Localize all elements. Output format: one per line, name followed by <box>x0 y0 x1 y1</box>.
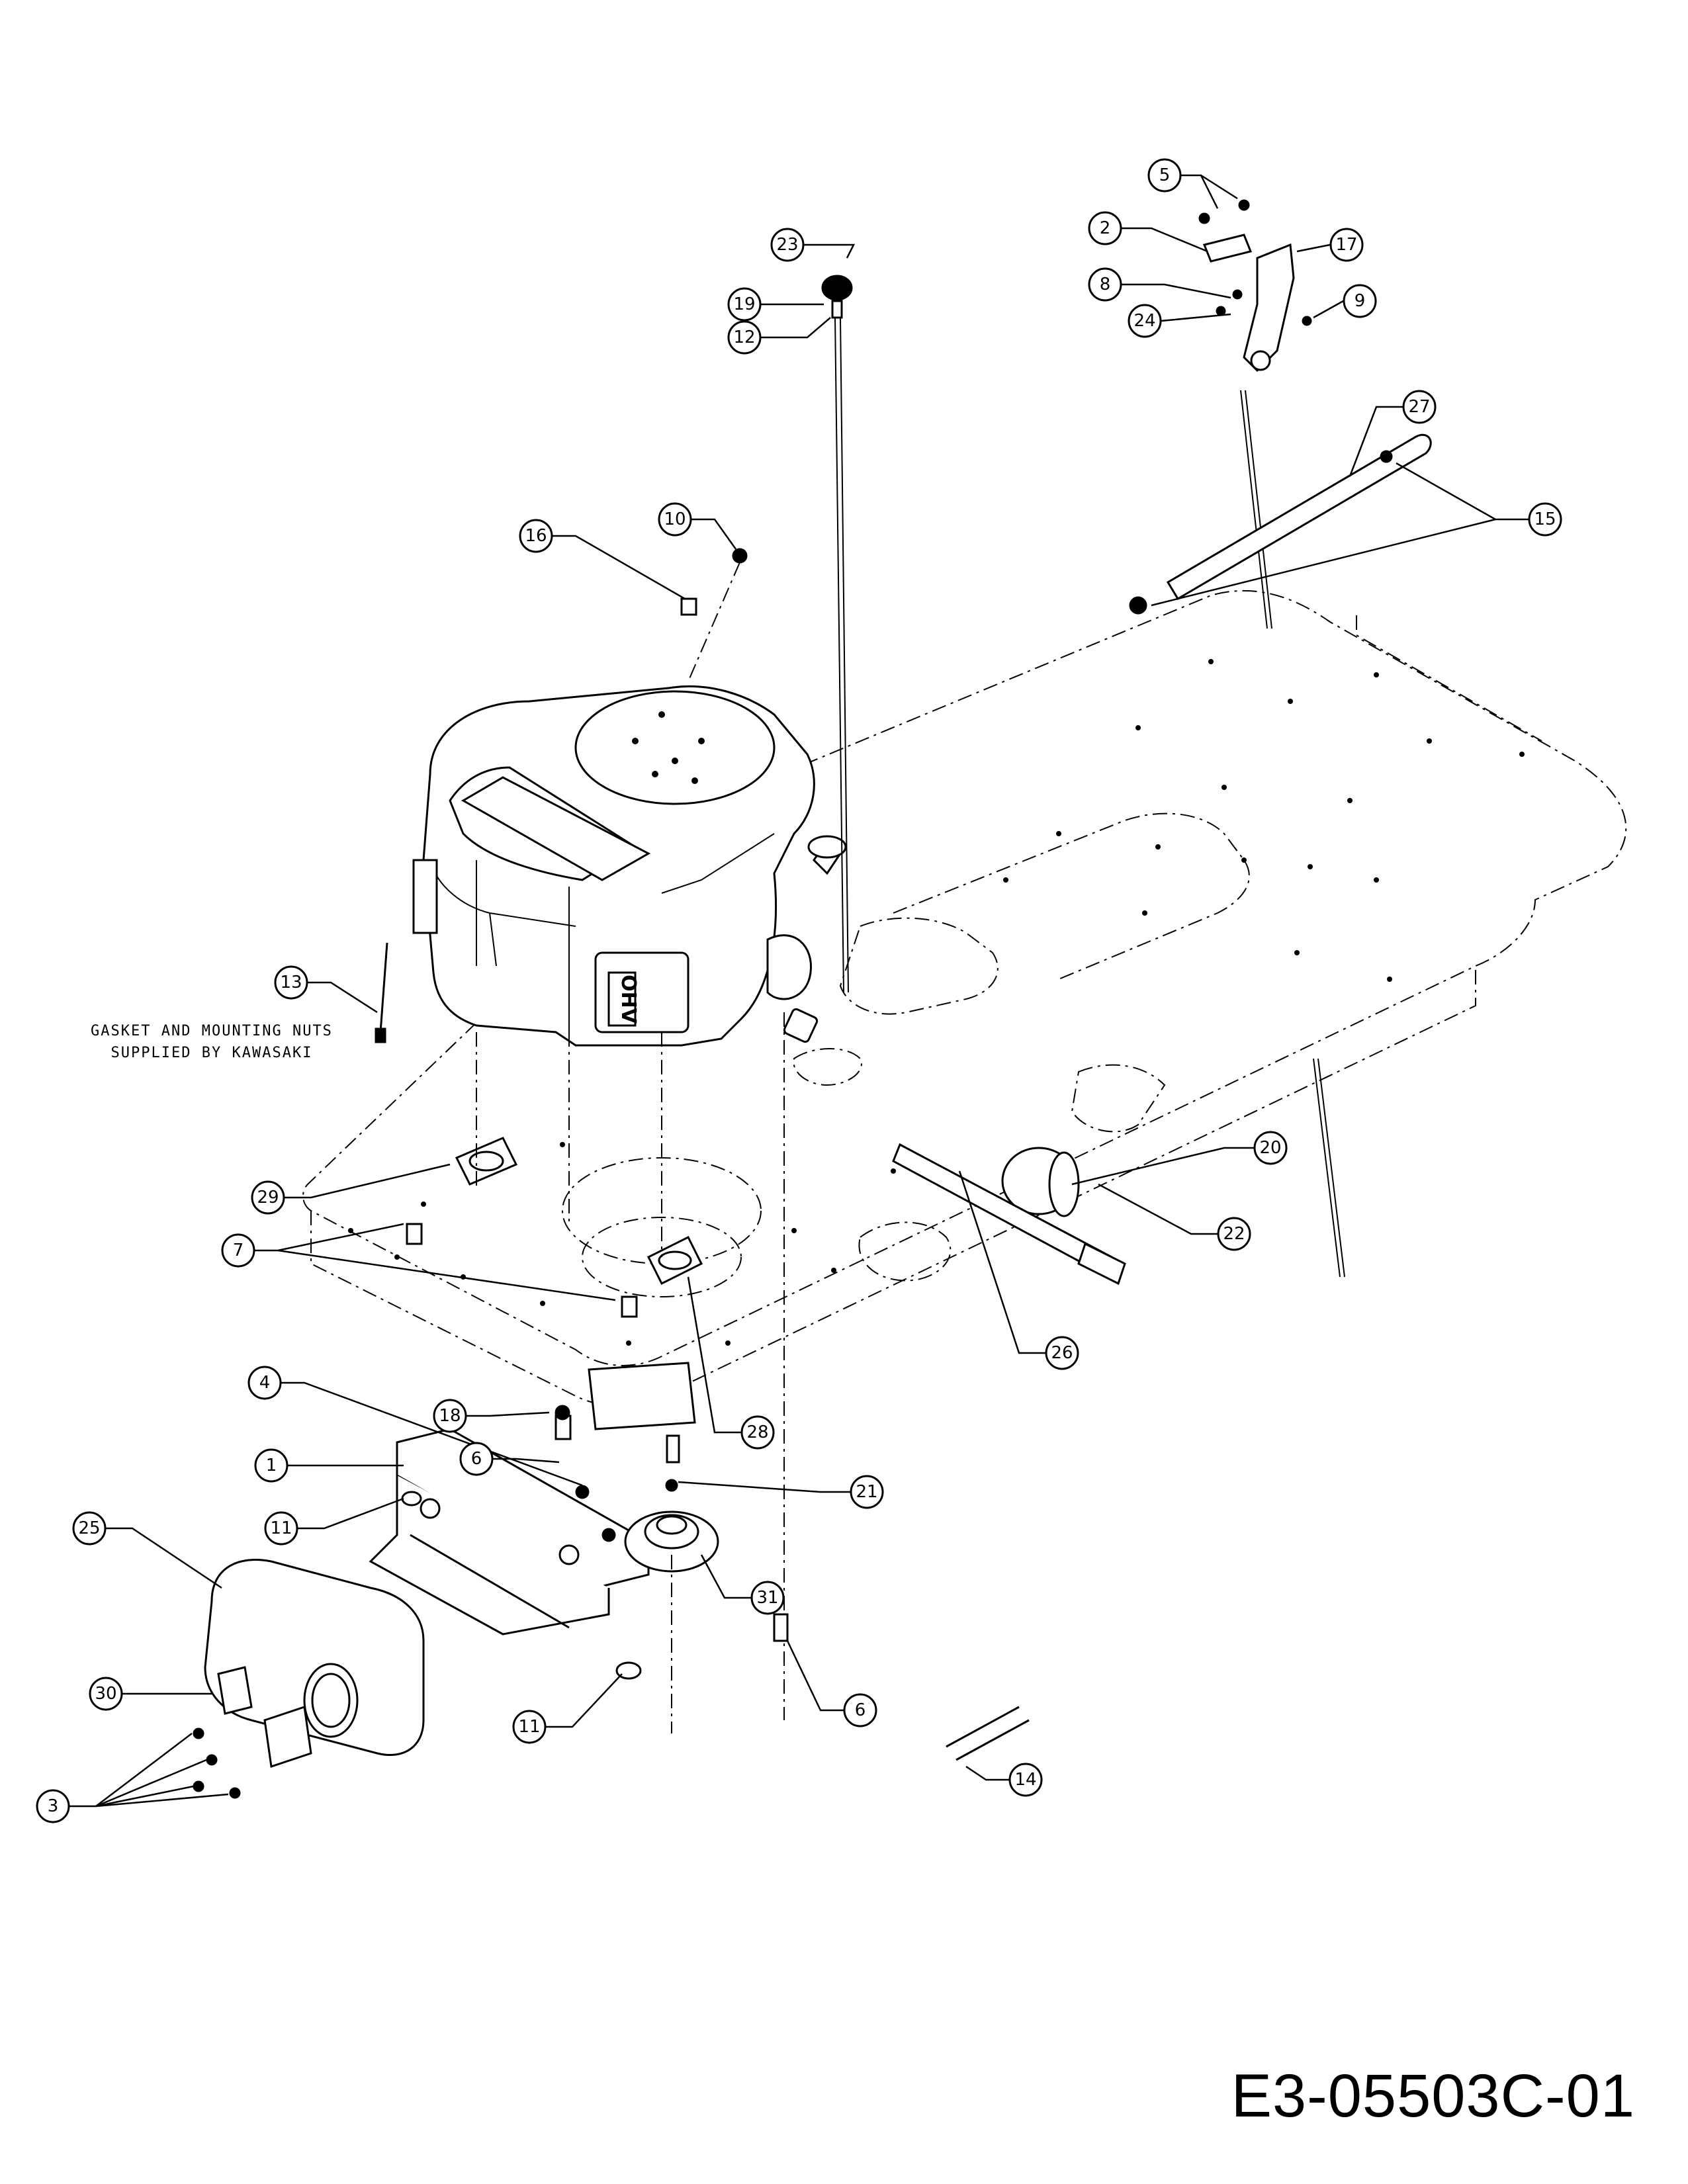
callout-18: 18 <box>433 1399 467 1433</box>
svg-text:3: 3 <box>48 1796 59 1816</box>
svg-text:5: 5 <box>1159 165 1171 185</box>
drawing-number: E3-05503C-01 <box>1231 2062 1635 2130</box>
callout-2: 2 <box>1088 211 1122 245</box>
callout-30: 30 <box>89 1677 123 1711</box>
engine-ohv-badge: OHV <box>617 975 640 1024</box>
callout-29: 29 <box>251 1180 285 1215</box>
svg-text:30: 30 <box>95 1684 116 1704</box>
svg-text:15: 15 <box>1534 509 1556 529</box>
svg-text:29: 29 <box>257 1188 279 1207</box>
callout-20: 20 <box>1253 1131 1288 1165</box>
kawasaki-note: GASKET AND MOUNTING NUTS SUPPLIED BY KAW… <box>91 1023 333 1061</box>
callout-1: 1 <box>254 1448 289 1483</box>
callout-26: 26 <box>1045 1336 1079 1370</box>
callout-21: 21 <box>850 1475 884 1509</box>
oil-drain-hose <box>783 1008 1126 1286</box>
note-line-2: SUPPLIED BY KAWASAKI <box>111 1045 313 1061</box>
svg-text:8: 8 <box>1100 275 1111 294</box>
svg-text:26: 26 <box>1051 1343 1073 1363</box>
pins-14 <box>946 1706 1030 1761</box>
svg-text:27: 27 <box>1408 397 1430 417</box>
svg-text:11: 11 <box>270 1518 292 1538</box>
callout-25: 25 <box>72 1511 107 1546</box>
svg-text:2: 2 <box>1100 218 1111 238</box>
callout-27: 27 <box>1402 390 1437 424</box>
svg-text:24: 24 <box>1133 311 1155 331</box>
callout-16: 16 <box>519 519 553 553</box>
dipstick-assembly <box>821 275 853 993</box>
oil-filter <box>1001 1147 1080 1217</box>
callout-17: 17 <box>1329 228 1364 262</box>
callout-10: 10 <box>658 502 692 537</box>
choke-rod <box>1129 433 1432 615</box>
svg-text:10: 10 <box>664 509 686 529</box>
callout-11-upper: 11 <box>264 1511 298 1546</box>
callout-7: 7 <box>221 1233 255 1268</box>
engine: OHV <box>412 685 842 1047</box>
callout-13: 13 <box>274 965 308 1000</box>
callout-31: 31 <box>750 1581 785 1615</box>
svg-text:12: 12 <box>733 328 755 347</box>
callout-12: 12 <box>727 320 762 355</box>
callout-bubbles: 5 2 17 8 9 24 27 15 23 19 12 10 16 13 29… <box>36 158 1562 1823</box>
svg-text:7: 7 <box>233 1241 244 1260</box>
svg-text:11: 11 <box>518 1717 540 1737</box>
svg-text:6: 6 <box>471 1449 482 1469</box>
callout-3: 3 <box>36 1789 70 1823</box>
svg-text:14: 14 <box>1014 1770 1036 1790</box>
callout-15: 15 <box>1528 502 1562 537</box>
svg-text:19: 19 <box>733 294 755 314</box>
callout-9: 9 <box>1343 284 1377 318</box>
muffler <box>193 1559 425 1799</box>
callout-6-upper: 6 <box>459 1442 494 1476</box>
svg-text:1: 1 <box>266 1456 277 1475</box>
callout-19: 19 <box>727 287 762 322</box>
svg-text:25: 25 <box>78 1518 100 1538</box>
callout-22: 22 <box>1217 1217 1251 1251</box>
callout-6-lower: 6 <box>843 1693 877 1727</box>
callout-24: 24 <box>1128 304 1162 338</box>
svg-text:9: 9 <box>1355 291 1366 311</box>
svg-text:13: 13 <box>280 973 302 992</box>
exhaust-flanges <box>406 1012 785 1720</box>
svg-text:22: 22 <box>1223 1224 1245 1244</box>
svg-text:16: 16 <box>525 526 547 546</box>
fuel-line <box>375 942 388 1043</box>
svg-text:6: 6 <box>855 1700 866 1720</box>
svg-text:20: 20 <box>1259 1138 1281 1158</box>
svg-text:4: 4 <box>259 1373 271 1393</box>
callout-23: 23 <box>770 228 805 262</box>
svg-text:18: 18 <box>439 1406 461 1426</box>
svg-text:31: 31 <box>756 1588 778 1608</box>
callout-4: 4 <box>247 1366 282 1400</box>
clip-16-nut-10 <box>680 548 748 682</box>
callout-8: 8 <box>1088 267 1122 302</box>
muffler-bracket <box>369 1362 696 1636</box>
svg-text:28: 28 <box>746 1422 768 1442</box>
callout-28: 28 <box>740 1415 775 1450</box>
callout-14: 14 <box>1008 1763 1043 1797</box>
fasteners <box>401 1405 789 1680</box>
dipstick-tube-knob <box>807 835 847 859</box>
svg-text:21: 21 <box>856 1482 877 1502</box>
throttle-bracket-assembly <box>1198 199 1345 1278</box>
callout-5: 5 <box>1147 158 1182 193</box>
svg-text:17: 17 <box>1335 235 1357 255</box>
pto-pulley <box>624 1510 719 1733</box>
svg-text:23: 23 <box>776 235 798 255</box>
note-line-1: GASKET AND MOUNTING NUTS <box>91 1023 333 1039</box>
callout-11-lower: 11 <box>512 1710 547 1744</box>
